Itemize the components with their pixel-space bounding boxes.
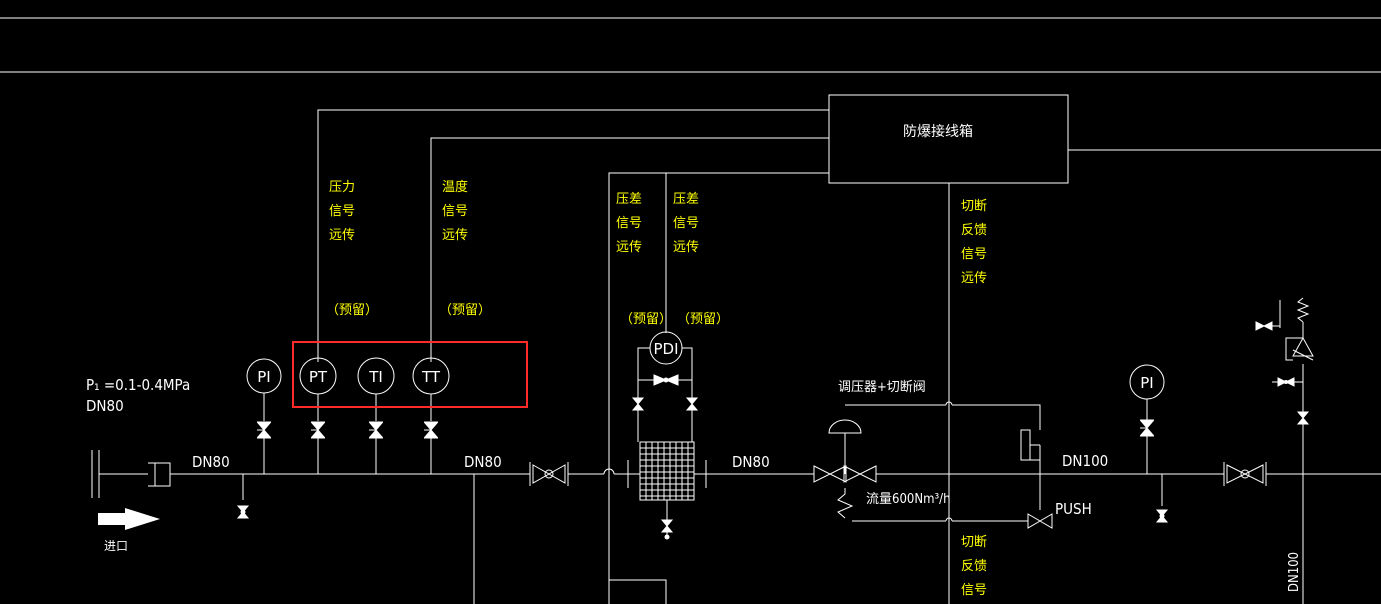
svg-text:反馈: 反馈 (961, 223, 987, 238)
pressure-signal-label: 压力 信号 远传 (329, 180, 355, 243)
svg-text:温度: 温度 (442, 179, 468, 195)
pi-1-root-valve (256, 421, 272, 439)
svg-text:信号: 信号 (329, 204, 355, 219)
pdi-impulse-line-left (637, 347, 650, 442)
push-button-valve (1027, 513, 1053, 529)
slam-shut-actuator (1020, 429, 1041, 510)
svg-text:远传: 远传 (673, 240, 699, 255)
pressure-signal-wire (317, 109, 829, 362)
inlet-arrow-icon (98, 508, 160, 530)
svg-text:信号: 信号 (442, 204, 468, 219)
gas-filter (627, 441, 707, 520)
sensing-line-upper-right (952, 404, 1041, 430)
dp-signal-label-1: 压差 信号 远传 (616, 192, 642, 255)
drain-valve-1-bonnet (240, 509, 246, 515)
pipe-size-label-2: DN80 (464, 453, 502, 471)
relief-valve (1285, 336, 1314, 361)
temperature-signal-label: 温度 信号 远传 (442, 179, 468, 243)
pipe-crossover (603, 468, 615, 475)
pt-root-valve (310, 421, 326, 439)
flow-rate-label: 流量600Nm³/h (866, 492, 951, 507)
regulator-spring-icon (837, 488, 854, 519)
temperature-indicator-label: TI (368, 368, 383, 386)
temperature-transmitter-label: TT (421, 368, 441, 386)
pipe-size-label-5: DN100 (1287, 552, 1302, 592)
pressure-indicator-2-label: PI (1140, 374, 1153, 392)
relief-isolation-valve (1297, 411, 1309, 425)
pdi-isolation-valve-right (686, 397, 698, 411)
svg-text:压差: 压差 (616, 192, 642, 207)
svg-text:信号: 信号 (673, 216, 699, 231)
inlet-cap (148, 462, 171, 487)
dp-reserved-label-2: （预留） (677, 312, 729, 327)
highlight-box (292, 341, 528, 408)
main-ball-valve-2 (1223, 462, 1267, 486)
pt-reserved-label: （预留） (326, 303, 378, 318)
pipe-size-label-4: DN100 (1062, 452, 1108, 470)
pdi-equalizing-valve (653, 374, 679, 386)
relief-spring-icon (1296, 297, 1310, 323)
main-ball-valve-1 (529, 462, 569, 486)
filter-drain-valve (661, 519, 673, 533)
sensing-crossover-upper (945, 401, 953, 406)
svg-text:信号: 信号 (616, 216, 642, 231)
pressure-regulator (813, 419, 877, 483)
relief-vent-valve-2 (1277, 377, 1295, 387)
sensing-crossover-lower (945, 517, 953, 522)
svg-text:切断: 切断 (961, 199, 987, 214)
differential-pressure-indicator-label: PDI (653, 340, 678, 358)
junction-box-label: 防爆接线箱 (903, 123, 973, 140)
pipe-size-label-3: DN80 (732, 453, 770, 471)
dp-signal-wire-1 (608, 172, 829, 604)
tt-reserved-label: （预留） (439, 303, 491, 318)
regulator-label: 调压器+切断阀 (838, 380, 926, 395)
pdi-isolation-valve-left (632, 397, 644, 411)
svg-text:压差: 压差 (673, 192, 699, 207)
push-label: PUSH (1055, 500, 1092, 518)
drain-valve-2-bonnet (1159, 513, 1165, 519)
inlet-size-label: DN80 (86, 397, 124, 415)
svg-text:信号: 信号 (961, 247, 987, 262)
svg-text:远传: 远传 (961, 271, 987, 286)
ti-root-valve (368, 421, 384, 439)
relief-vent-valve-1 (1255, 321, 1273, 331)
tt-root-valve (423, 421, 439, 439)
svg-text:反馈: 反馈 (961, 559, 987, 574)
filter-drain-plug (664, 534, 670, 540)
pressure-indicator-1-label: PI (257, 368, 270, 386)
inlet-label: 进口 (104, 539, 128, 553)
cutoff-signal-label-1: 切断 反馈 信号 远传 (961, 199, 987, 286)
svg-text:远传: 远传 (616, 240, 642, 255)
pipe-size-label-1: DN80 (192, 453, 230, 471)
pressure-transmitter-label: PT (309, 368, 328, 386)
svg-text:切断: 切断 (961, 535, 987, 550)
dp-signal-label-2: 压差 信号 远传 (673, 192, 699, 255)
pi-2-root-valve (1139, 419, 1155, 437)
inlet-pressure-label: P₁ =0.1-0.4MPa (86, 376, 190, 394)
filter-bypass-line (609, 579, 667, 604)
svg-text:远传: 远传 (442, 228, 468, 243)
cutoff-signal-label-2: 切断 反馈 信号 (961, 535, 987, 598)
temperature-signal-wire (430, 137, 829, 362)
pdi-impulse-line-right (682, 347, 693, 442)
dp-reserved-label-1: （预留） (620, 312, 672, 327)
svg-text:信号: 信号 (961, 583, 987, 598)
svg-text:压力: 压力 (329, 180, 355, 195)
svg-text:远传: 远传 (329, 228, 355, 243)
